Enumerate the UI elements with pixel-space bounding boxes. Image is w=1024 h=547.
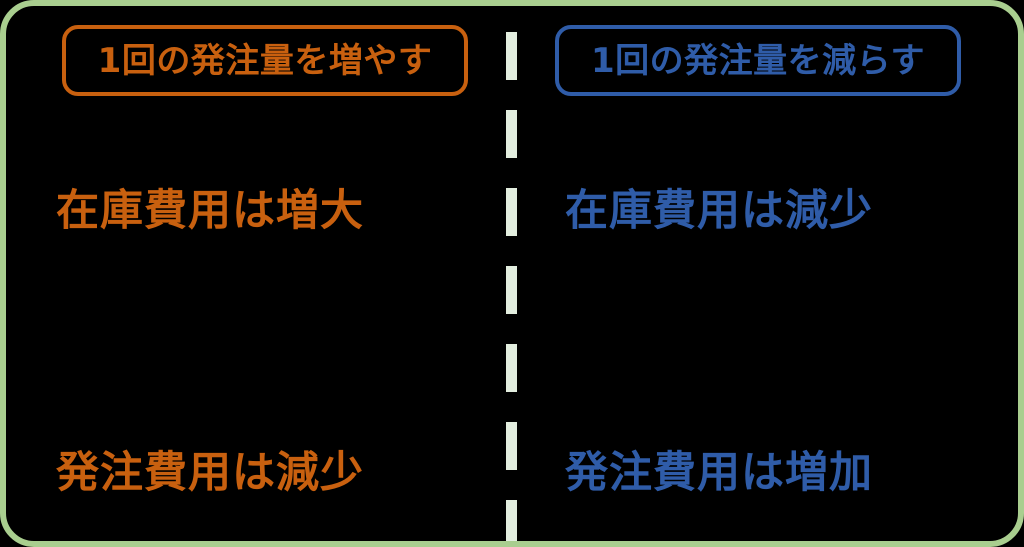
header-box-decrease-order-quantity: 1回の発注量を減らす <box>555 25 961 96</box>
header-box-increase-order-quantity: 1回の発注量を増やす <box>62 25 468 96</box>
comparison-column-left: 1回の発注量を増やす 在庫費用は増大 発注費用は減少 <box>0 0 506 547</box>
statement-right-ordering-cost: 発注費用は増加 <box>565 448 873 498</box>
statement-left-inventory-cost: 在庫費用は増大 <box>56 186 364 236</box>
comparison-column-right: 1回の発注量を減らす 在庫費用は減少 発注費用は増加 <box>517 0 1023 547</box>
header-label-decrease-order-quantity: 1回の発注量を減らす <box>591 40 925 81</box>
statement-left-ordering-cost: 発注費用は減少 <box>56 448 364 498</box>
header-label-increase-order-quantity: 1回の発注量を増やす <box>97 40 433 81</box>
vertical-dashed-divider <box>506 0 517 547</box>
statement-right-inventory-cost: 在庫費用は減少 <box>565 186 873 236</box>
